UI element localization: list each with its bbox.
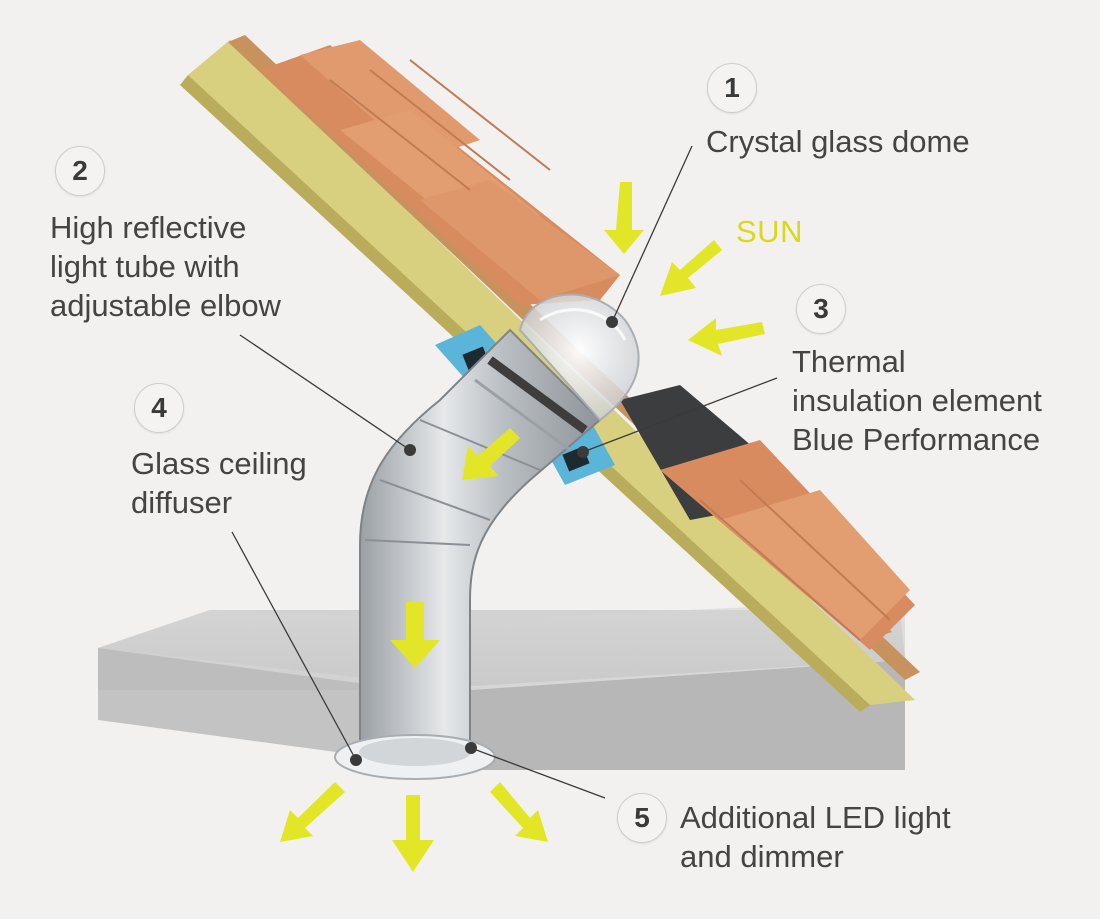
leader-line-5 [470,747,606,799]
room-arrow-left [280,782,345,842]
leader-lines [231,145,778,799]
callout-number-4: 4 [134,383,184,433]
leader-dot-5 [465,742,477,754]
ceiling-slab [98,600,905,770]
sun-label: SUN [736,214,803,249]
callout-label-4: Glass ceiling diffuser [131,446,307,520]
leader-dots [350,316,618,766]
roof-tiles-upper [260,40,620,305]
callout-number-5: 5 [617,793,667,843]
tube-arrow-1 [462,428,520,480]
callout-label-3: Thermal insulation element Blue Performa… [792,344,1042,457]
sun-arrow-2 [660,240,722,296]
room-arrow-center [392,795,434,872]
roof-tiles-lower [620,385,915,650]
room-arrow-right [490,782,548,842]
light-arrows [280,182,765,872]
leader-line-2 [239,334,411,451]
leader-dot-2 [404,444,416,456]
leader-line-4 [231,531,357,761]
sun-arrow-3 [688,318,765,356]
callout-label-5: Additional LED light and dimmer [680,800,951,874]
callout-number-2: 2 [55,146,105,196]
callout-number-3: 3 [796,284,846,334]
leader-line-3 [582,377,778,453]
leader-dot-3 [577,446,589,458]
leader-line-1 [611,145,693,323]
callout-label-1: Crystal glass dome [706,124,970,159]
leader-dot-1 [606,316,618,328]
callout-number-1: 1 [707,63,757,113]
leader-dot-4 [350,754,362,766]
sun-arrow-1 [604,182,644,254]
tube-arrow-2 [390,602,440,668]
callout-label-2: High reflective light tube with adjustab… [50,210,281,323]
